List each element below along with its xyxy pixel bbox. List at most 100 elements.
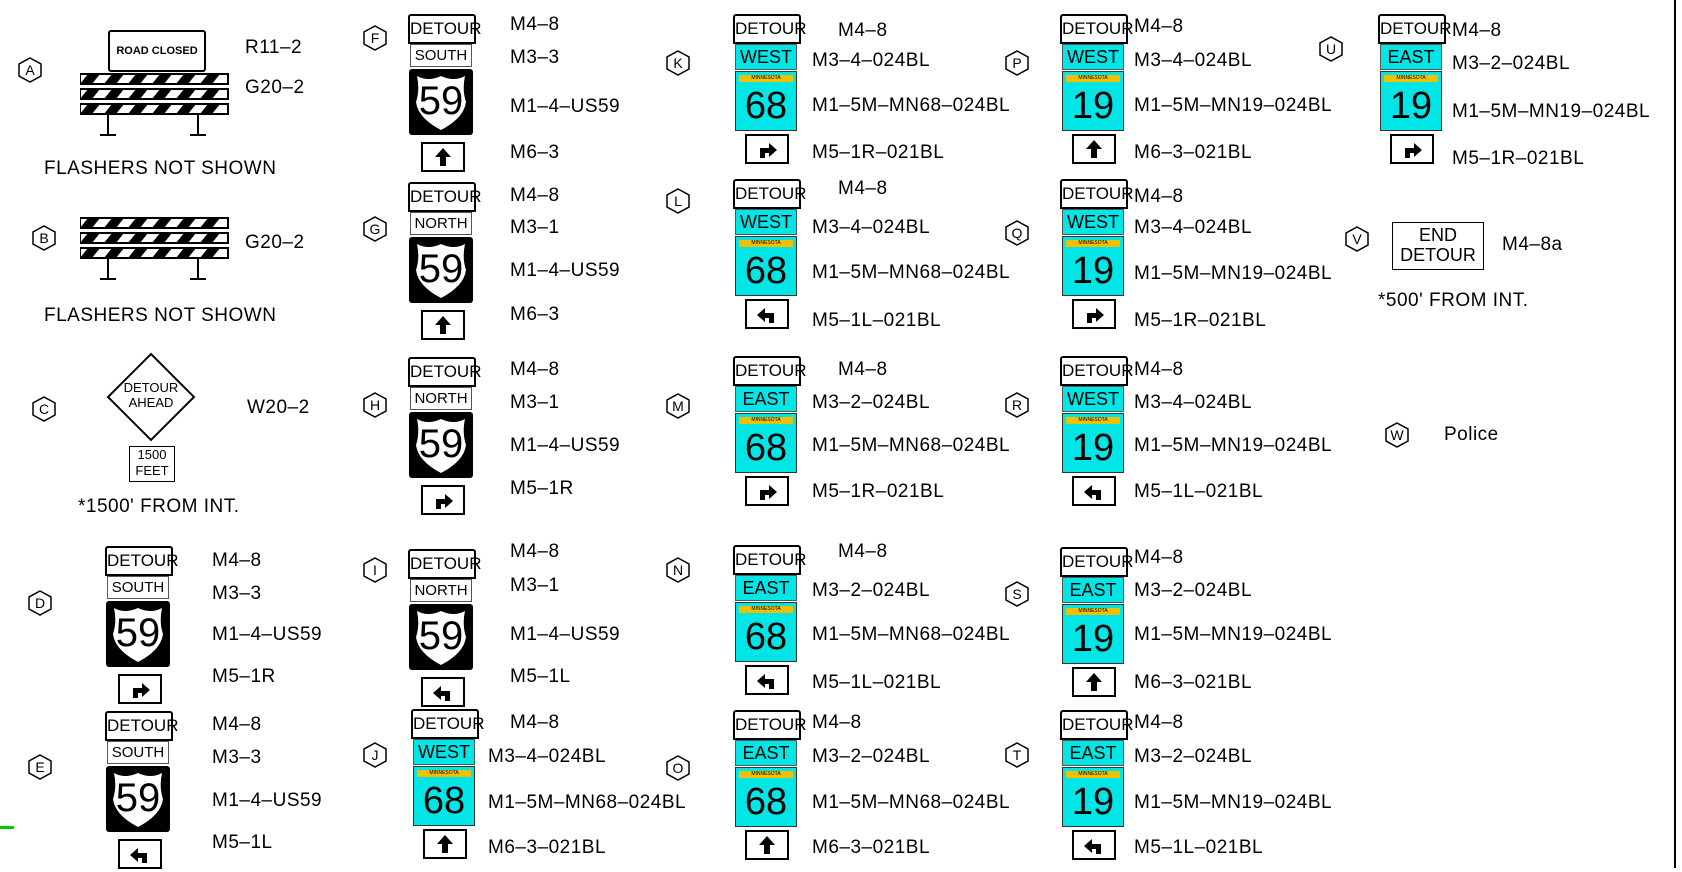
hex-marker-r: R — [1005, 392, 1029, 418]
detour-tab: DETOUR — [408, 182, 476, 212]
code-label: M4–8 — [510, 712, 560, 734]
code-label: M5–1L–021BL — [1134, 481, 1263, 503]
hex-marker-p: P — [1005, 50, 1029, 76]
marker-letter: J — [363, 742, 387, 768]
code-label: M6–3 — [510, 304, 560, 326]
mn-band: MINNESOTA — [739, 417, 793, 424]
mn-band: MINNESOTA — [1384, 75, 1438, 82]
code-label: M3–4–024BL — [812, 50, 930, 72]
code-label: M4–8 — [1134, 186, 1184, 208]
plaque-line-2: FEET — [130, 463, 174, 479]
detour-tab: DETOUR — [408, 14, 476, 44]
arrow-icon — [1072, 476, 1116, 506]
route-number: 68 — [736, 250, 796, 293]
code-label: M3–4–024BL — [812, 217, 930, 239]
code-label: M4–8 — [1134, 712, 1184, 734]
code-label: M4–8 — [838, 178, 888, 200]
route-number: 59 — [105, 610, 171, 656]
detour-tab: DETOUR — [1060, 179, 1128, 209]
mn-band: MINNESOTA — [417, 770, 471, 777]
green-marker — [0, 826, 14, 829]
marker-letter: M — [666, 393, 690, 419]
distance-plaque: 1500 FEET — [129, 446, 175, 482]
hex-marker-u: U — [1319, 36, 1343, 62]
marker-letter: C — [32, 396, 56, 422]
code-label: M3–3 — [212, 583, 262, 605]
arrow-icon — [745, 830, 789, 860]
code-label: M5–1R–021BL — [812, 142, 944, 164]
route-number: 68 — [736, 85, 796, 128]
detour-tab: DETOUR — [1060, 356, 1128, 386]
mn-route-marker: MINNESOTA 68 — [735, 767, 797, 827]
code-label: M3–1 — [510, 217, 560, 239]
code-label: M3–1 — [510, 575, 560, 597]
route-number: 68 — [414, 780, 474, 823]
detour-tab: DETOUR — [408, 357, 476, 387]
code-label: M1–5M–MN68–024BL — [812, 95, 1010, 117]
code-label: M4–8 — [812, 712, 862, 734]
code-label: M3–4–024BL — [1134, 392, 1252, 414]
direction-plate: SOUTH — [107, 576, 169, 599]
code-label: M6–3–021BL — [488, 837, 606, 859]
detour-tab: DETOUR — [1060, 14, 1128, 44]
hex-marker-g: G — [363, 216, 387, 242]
mn-band: MINNESOTA — [739, 75, 793, 82]
hex-marker-s: S — [1005, 581, 1029, 607]
detour-tab: DETOUR — [105, 711, 173, 741]
code-label: M1–5M–MN19–024BL — [1134, 263, 1332, 285]
hex-marker-d: D — [28, 590, 52, 616]
code-label: M3–4–024BL — [1134, 50, 1252, 72]
code-label: M3–2–024BL — [812, 392, 930, 414]
arrow-icon — [421, 677, 465, 707]
direction-plate: NORTH — [410, 579, 472, 602]
detour-tab: DETOUR — [733, 710, 801, 740]
arrow-icon — [745, 134, 789, 164]
code-label: M5–1L–021BL — [812, 672, 941, 694]
code-label: M4–8 — [212, 550, 262, 572]
route-number: 19 — [1063, 85, 1123, 128]
detour-tab: DETOUR — [1060, 710, 1128, 740]
direction-plate: EAST — [1062, 577, 1124, 603]
code-label: M4–8 — [838, 541, 888, 563]
detour-tab: DETOUR — [411, 709, 479, 739]
hex-marker-j: J — [363, 742, 387, 768]
code-label: M1–5M–MN68–024BL — [812, 262, 1010, 284]
code-label: M1–5M–MN19–024BL — [1134, 624, 1332, 646]
marker-letter: R — [1005, 392, 1029, 418]
hex-marker-t: T — [1005, 742, 1029, 768]
diamond-line-1: DETOUR — [106, 380, 196, 395]
marker-letter: L — [666, 188, 690, 214]
code-label: R11–2 — [245, 37, 302, 59]
mn-route-marker: MINNESOTA 68 — [413, 766, 475, 826]
code-label: M6–3 — [510, 142, 560, 164]
marker-letter: O — [666, 755, 690, 781]
mn-band: MINNESOTA — [739, 771, 793, 778]
end-detour-line-1: END — [1393, 225, 1483, 245]
marker-letter: P — [1005, 50, 1029, 76]
code-label: M1–5M–MN19–024BL — [1134, 435, 1332, 457]
route-number: 19 — [1381, 85, 1441, 128]
marker-letter: D — [28, 590, 52, 616]
route-number: 19 — [1063, 427, 1123, 470]
marker-letter: W — [1385, 422, 1409, 448]
detour-tab: DETOUR — [1378, 14, 1446, 44]
hex-marker-m: M — [666, 393, 690, 419]
marker-letter: B — [32, 225, 56, 251]
code-label: M5–1L — [510, 666, 571, 688]
code-label: G20–2 — [245, 232, 305, 254]
arrow-icon — [421, 310, 465, 340]
route-number: 68 — [736, 427, 796, 470]
police-label: Police — [1444, 424, 1499, 446]
route-number: 68 — [736, 781, 796, 824]
arrow-icon — [421, 142, 465, 172]
mn-band: MINNESOTA — [739, 606, 793, 613]
code-label: M4–8 — [510, 541, 560, 563]
code-label: M1–4–US59 — [510, 96, 620, 118]
arrow-icon — [1072, 299, 1116, 329]
detour-tab: DETOUR — [1060, 547, 1128, 577]
marker-letter: G — [363, 216, 387, 242]
hex-marker-n: N — [666, 557, 690, 583]
mn-band: MINNESOTA — [1066, 771, 1120, 778]
hex-marker-o: O — [666, 755, 690, 781]
